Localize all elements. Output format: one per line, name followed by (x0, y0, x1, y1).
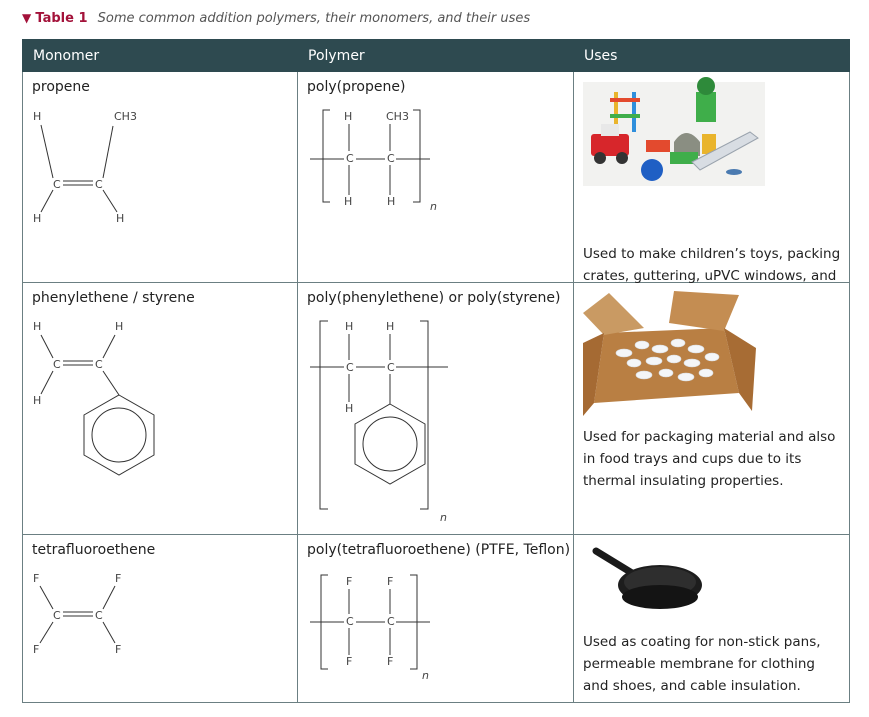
toys-photo (583, 77, 765, 186)
atom-f: F (115, 572, 121, 585)
table-caption: ▼ Table 1 Some common addition polymers,… (22, 11, 530, 26)
atom-c: C (53, 609, 61, 622)
atom-c: C (95, 609, 103, 622)
atom-f: F (387, 655, 393, 668)
atom-f: F (387, 575, 393, 588)
atom-h: H (33, 320, 41, 333)
atom-c: C (387, 152, 395, 165)
atom-h: H (344, 195, 352, 208)
polymer-name: poly(tetrafluoroethene) (PTFE, Teflon) (307, 542, 571, 558)
monomer-cell: tetrafluoroethene F F C C F F (22, 534, 298, 703)
monomer-name: phenylethene / styrene (32, 290, 195, 306)
table-row: phenylethene / styrene H H C C H (22, 282, 850, 535)
monomer-name: tetrafluoroethene (32, 542, 156, 558)
uses-text: Used for packaging material and also in … (583, 429, 836, 489)
atom-h: H (115, 320, 123, 333)
atom-h: H (33, 110, 41, 123)
atom-c: C (346, 615, 354, 628)
atom-ch3: CH3 (386, 110, 409, 123)
table-header-row: Monomer Polymer Uses (22, 39, 850, 72)
propene-structure: H CH3 C C H H (33, 110, 137, 225)
table-row: propene H CH3 C C H H (22, 71, 850, 306)
polymer-name: poly(phenylethene) or poly(styrene) (307, 290, 561, 306)
caption-triangle-icon: ▼ (22, 11, 32, 25)
atom-h: H (387, 195, 395, 208)
atom-c: C (346, 361, 354, 374)
atom-h: H (344, 110, 352, 123)
uses-cell: Used to make children’s toys, packing cr… (573, 71, 850, 306)
polystyrene-structure: H H C C H n (310, 320, 448, 524)
atom-c: C (95, 178, 103, 191)
atom-c: C (53, 358, 61, 371)
polypropene-structure: H CH3 C C H H n (310, 109, 437, 213)
atom-c: C (387, 615, 395, 628)
monomer-cell: phenylethene / styrene H H C C H (22, 282, 298, 535)
atom-ch3: CH3 (114, 110, 137, 123)
monomer-name: propene (32, 79, 90, 95)
atom-h: H (116, 212, 124, 225)
atom-f: F (346, 655, 352, 668)
styrene-structure: H H C C H (33, 320, 155, 476)
atom-f: F (346, 575, 352, 588)
atom-h: H (345, 402, 353, 415)
polymer-cell: poly(tetrafluoroethene) (PTFE, Teflon) F… (297, 534, 574, 703)
frying-pan-photo (592, 547, 702, 609)
subscript-n: n (440, 511, 447, 524)
atom-h: H (345, 320, 353, 333)
polymer-cell: poly(phenylethene) or poly(styrene) H H … (297, 282, 574, 535)
polymer-cell: poly(propene) H CH3 C C H H n (297, 71, 574, 283)
uses-cell: Used for packaging material and also in … (573, 282, 850, 535)
packaging-box-photo (583, 290, 757, 416)
header-polymer: Polymer (297, 39, 574, 72)
uses-text: Used as coating for non-stick pans, perm… (583, 634, 821, 694)
caption-label: Table 1 (35, 11, 88, 26)
atom-f: F (115, 643, 121, 656)
polymers-table: Monomer Polymer Uses propene H CH3 C C H… (22, 39, 850, 703)
header-monomer: Monomer (22, 39, 298, 72)
atom-f: F (33, 572, 39, 585)
atom-c: C (95, 358, 103, 371)
monomer-cell: propene H CH3 C C H H (22, 71, 298, 283)
subscript-n: n (430, 200, 437, 213)
uses-cell: Used as coating for non-stick pans, perm… (573, 534, 850, 703)
atom-h: H (386, 320, 394, 333)
atom-c: C (53, 178, 61, 191)
atom-f: F (33, 643, 39, 656)
tetrafluoroethene-structure: F F C C F F (33, 572, 121, 656)
header-uses: Uses (573, 39, 850, 72)
polymer-name: poly(propene) (307, 79, 406, 95)
atom-h: H (33, 212, 41, 225)
caption-text: Some common addition polymers, their mon… (97, 11, 531, 26)
ptfe-structure: F F C C F F n (310, 574, 430, 682)
atom-c: C (387, 361, 395, 374)
subscript-n: n (422, 669, 429, 682)
table-row: tetrafluoroethene F F C C F F (22, 534, 850, 703)
atom-c: C (346, 152, 354, 165)
atom-h: H (33, 394, 41, 407)
